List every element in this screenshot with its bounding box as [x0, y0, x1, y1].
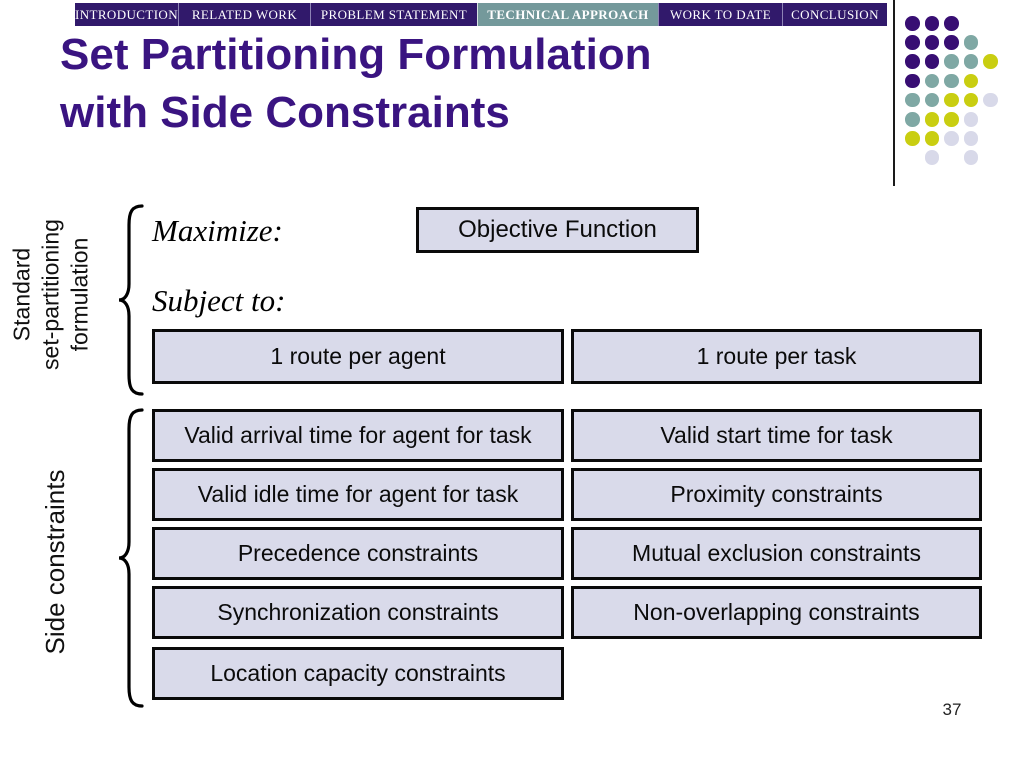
decorative-dot [905, 92, 920, 108]
standard-set-partitioning-formulation-label: Standard set-partitioning formulation [8, 219, 93, 370]
box-valid-start-time-for-task: Valid start time for task [571, 409, 982, 462]
slide-title: Set Partitioning Formulation with Side Co… [60, 26, 900, 142]
decorative-dot [924, 16, 940, 31]
decorative-dot [983, 92, 998, 108]
side-constraints-brace [118, 408, 144, 708]
page-number: 37 [942, 700, 962, 719]
decorative-dot [924, 73, 940, 89]
nav-tab-conclusion[interactable]: CONCLUSION [782, 3, 887, 26]
box-valid-idle-time-for-agent-for-task: Valid idle time for agent for task [152, 468, 564, 521]
box-label: Proximity constraints [670, 481, 883, 507]
decorative-dot [963, 35, 979, 50]
decorative-dot [963, 112, 979, 127]
box-label: Valid idle time for agent for task [197, 481, 519, 507]
box-label: 1 route per task [696, 343, 857, 369]
decorative-dot [905, 131, 920, 146]
decorative-dot [963, 131, 979, 146]
decorative-dot [963, 73, 979, 89]
decorative-dot [944, 112, 959, 127]
objective-function-label: Objective Function [458, 216, 657, 243]
decorative-dot [924, 92, 940, 108]
box-precedence-constraints: Precedence constraints [152, 527, 564, 580]
decorative-dot [963, 54, 979, 69]
box-synchronization-constraints: Synchronization constraints [152, 586, 564, 639]
decorative-dot [905, 35, 920, 50]
nav-tab-problem-statement[interactable]: PROBLEM STATEMENT [310, 3, 477, 26]
nav-end-vertical-line [893, 0, 895, 186]
decorative-dot [924, 150, 940, 165]
box-label: Location capacity constraints [210, 660, 506, 686]
objective-function-box: Objective Function [416, 207, 699, 253]
nav-tab-introduction[interactable]: INTRODUCTION [75, 6, 179, 22]
box-1-route-per-task: 1 route per task [571, 329, 982, 384]
box-label: Non-overlapping constraints [633, 599, 920, 625]
side-constraints-label: Side constraints [40, 469, 70, 655]
nav-tab-technical-approach[interactable]: TECHNICAL APPROACH [477, 3, 658, 26]
slide-title-line1: Set Partitioning Formulation [60, 30, 652, 79]
decorative-dot [963, 92, 979, 108]
standard-group-brace [118, 204, 144, 396]
decorative-dot [924, 54, 940, 69]
box-label: Valid start time for task [660, 422, 893, 448]
decorative-dot [944, 35, 959, 50]
box-mutual-exclusion-constraints: Mutual exclusion constraints [571, 527, 982, 580]
box-non-overlapping-constraints: Non-overlapping constraints [571, 586, 982, 639]
decorative-dot [963, 150, 979, 165]
nav-tab-related-work[interactable]: RELATED WORK [178, 3, 310, 26]
decorative-dot [983, 54, 998, 69]
decorative-dot [944, 16, 959, 31]
slide-title-line2: with Side Constraints [60, 88, 510, 137]
decorative-dot [944, 131, 959, 146]
decorative-dot [905, 54, 920, 69]
subject-to-label: Subject to: [152, 283, 286, 318]
box-proximity-constraints: Proximity constraints [571, 468, 982, 521]
box-1-route-per-agent: 1 route per agent [152, 329, 564, 384]
decorative-dot [924, 131, 940, 146]
decorative-dot [924, 112, 940, 127]
decorative-dot [944, 92, 959, 108]
box-valid-arrival-time-for-agent-for-task: Valid arrival time for agent for task [152, 409, 564, 462]
box-label: Precedence constraints [237, 540, 479, 566]
decorative-dot [905, 112, 920, 127]
nav-tab-work-to-date[interactable]: WORK TO DATE [658, 3, 782, 26]
maximize-label: Maximize: [152, 213, 283, 248]
decorative-dot [944, 54, 959, 69]
box-location-capacity-constraints: Location capacity constraints [152, 647, 564, 700]
decorative-dot [905, 16, 920, 31]
box-label: 1 route per agent [270, 343, 446, 369]
box-label: Synchronization constraints [217, 599, 499, 625]
decorative-dot [944, 73, 959, 89]
decorative-dot [905, 73, 920, 89]
box-label: Mutual exclusion constraints [632, 540, 921, 566]
box-label: Valid arrival time for agent for task [184, 422, 532, 448]
decorative-dot [924, 35, 940, 50]
